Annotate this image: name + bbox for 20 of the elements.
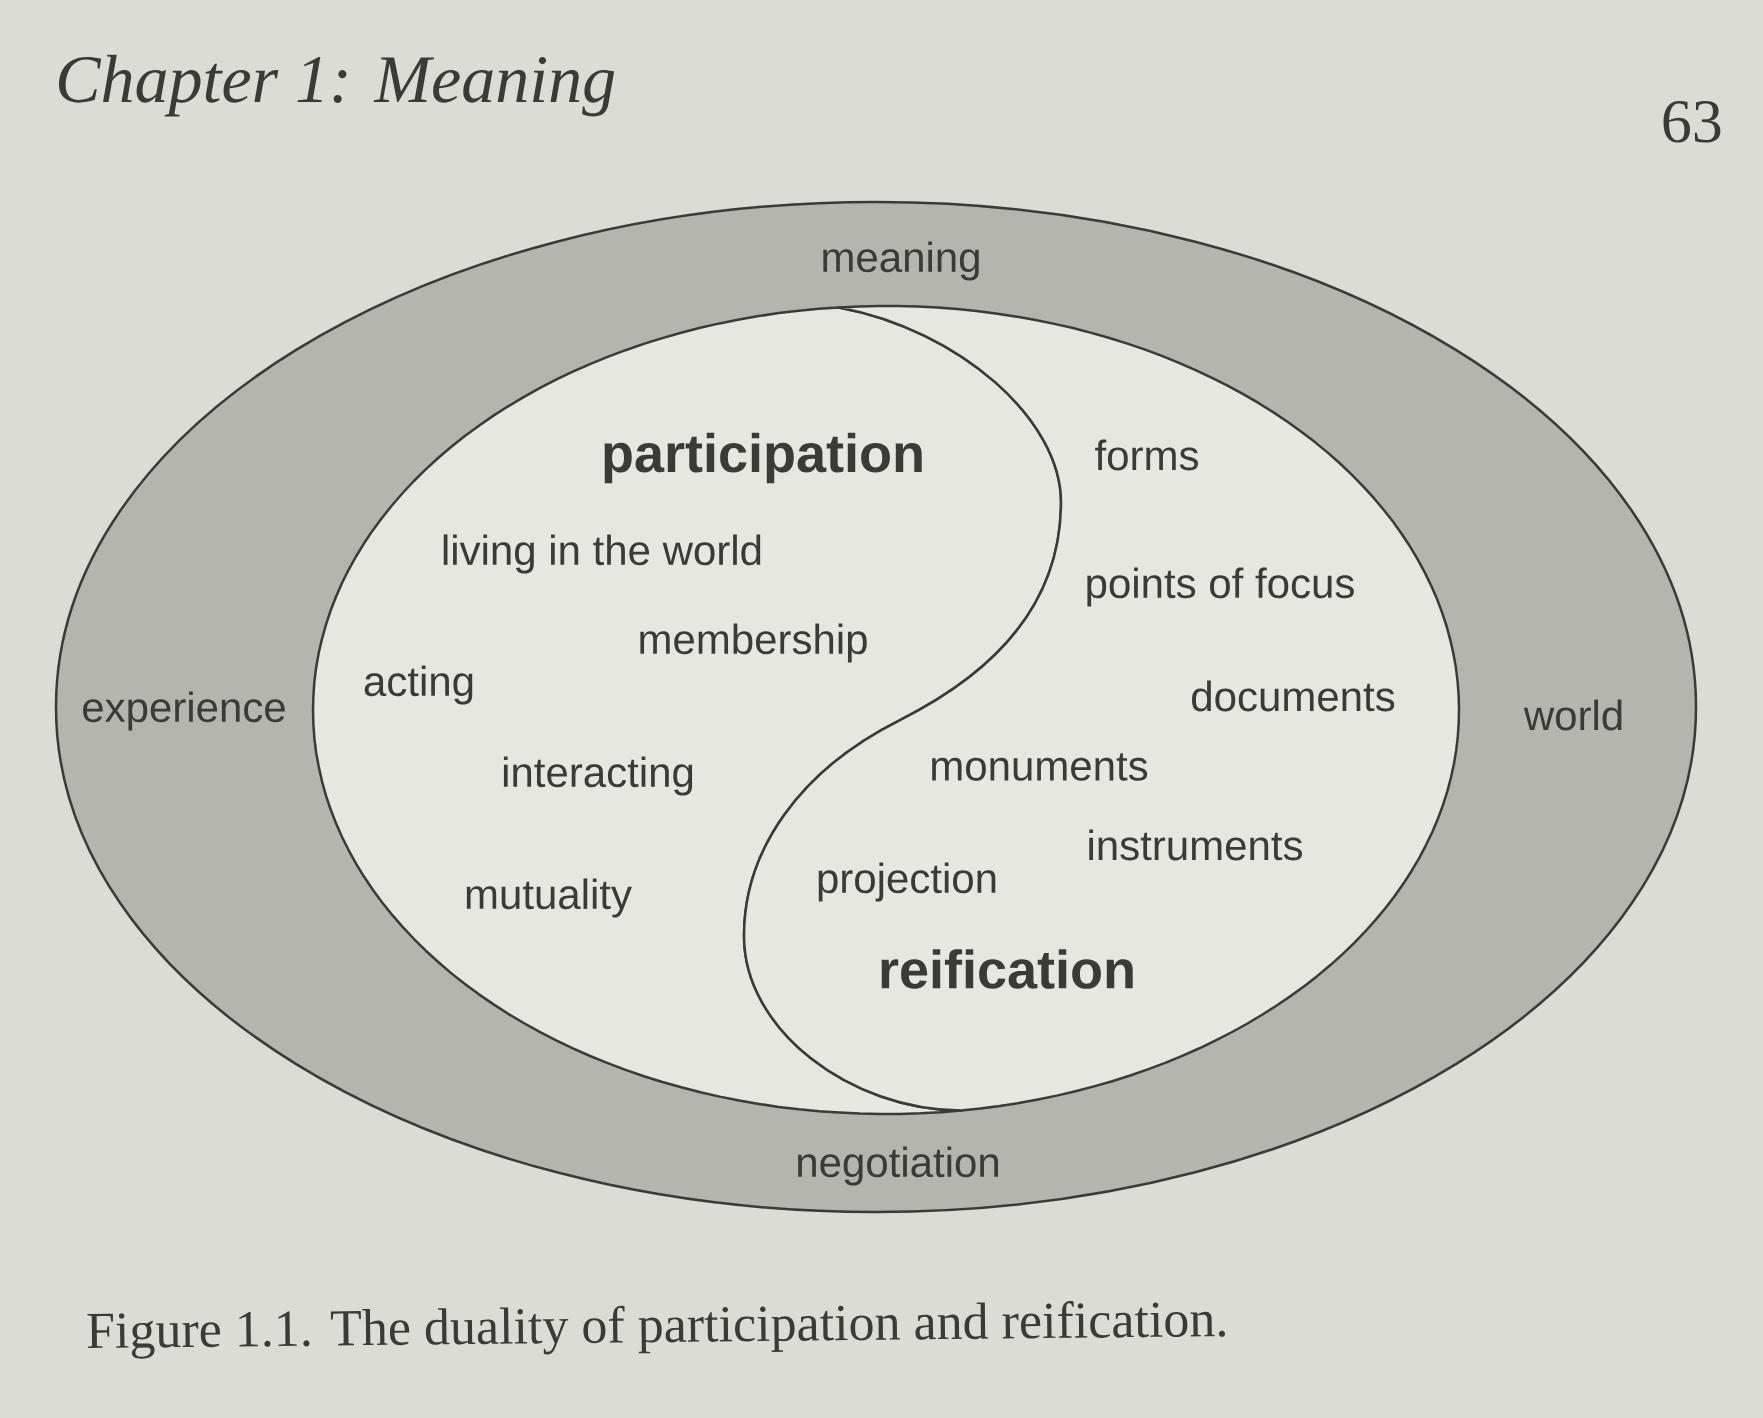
ring-label: world — [1523, 699, 1622, 731]
term-label: documents — [1192, 680, 1395, 712]
heading-label: participation — [604, 432, 922, 484]
ring-label: experience — [83, 691, 285, 731]
heading-label: reification — [881, 949, 1133, 989]
term-label: projection — [818, 862, 996, 902]
term-label: mutuality — [466, 878, 632, 918]
term-label: living in the world — [443, 534, 761, 574]
term-label: acting — [364, 665, 473, 705]
term-label: forms — [1095, 439, 1198, 471]
term-label: interacting — [503, 756, 693, 796]
figure-caption: Figure 1.1. The duality of participation and reification. — [87, 1301, 1225, 1359]
term-label: membership — [640, 623, 867, 663]
term-label: points of focus — [1087, 567, 1354, 607]
page-number: 63 — [1663, 100, 1721, 143]
running-header: Chapter 1: Meaning — [59, 54, 615, 117]
ring-label: negotiation — [798, 1146, 998, 1186]
term-label: monuments — [932, 753, 1148, 781]
ring-label: meaning — [823, 241, 979, 281]
term-label: instruments — [1089, 829, 1302, 861]
